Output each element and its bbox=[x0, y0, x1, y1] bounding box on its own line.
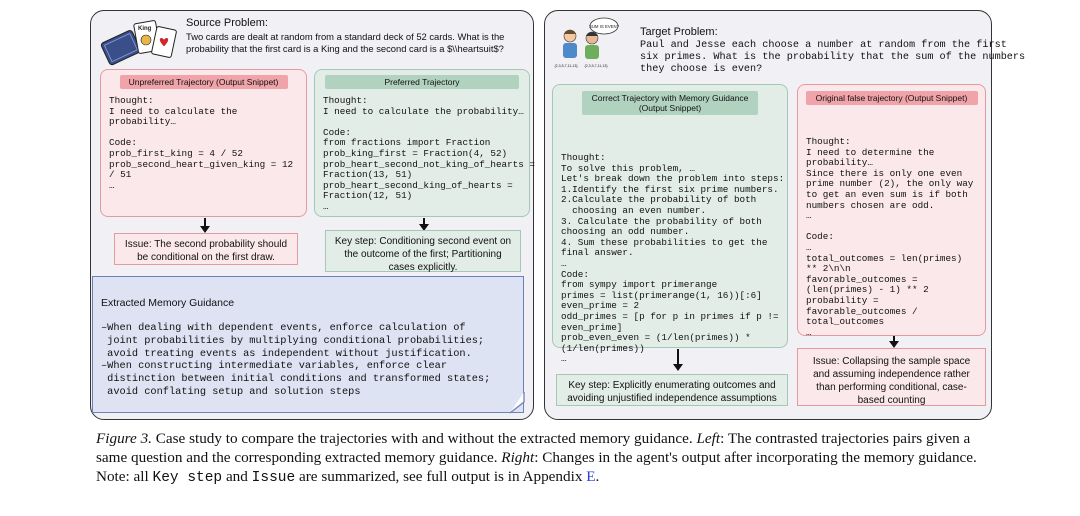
caption-text: : The contrasted trajectories pairs give… bbox=[96, 430, 971, 466]
caption-right-label: Right bbox=[501, 449, 535, 466]
arrow-head bbox=[419, 224, 429, 231]
memory-guidance-text: –When dealing with dependent events, enf… bbox=[101, 322, 491, 398]
arrow-down bbox=[204, 218, 206, 228]
arrow-head bbox=[200, 226, 210, 233]
left-key-step-box: Key step: Conditioning second event on t… bbox=[325, 230, 521, 273]
correct-trajectory-title: Correct Trajectory with Memory Guidance … bbox=[582, 91, 758, 115]
right-issue-box: Issue: Collapsing the sample space and a… bbox=[797, 348, 986, 406]
false-trajectory-code: Thought: I need to determine the probabi… bbox=[806, 136, 974, 338]
target-problem-title: Target Problem: bbox=[640, 26, 718, 38]
arrow-down bbox=[893, 336, 895, 342]
caption-text: : Changes in the agent's output after in… bbox=[96, 449, 977, 485]
false-trajectory-title: Original false trajectory (Output Snippe… bbox=[805, 91, 978, 105]
playing-cards-icon: King bbox=[100, 20, 177, 66]
speech-bubble-text: SUM IS EVEN? bbox=[589, 24, 620, 29]
memory-guidance-title: Extracted Memory Guidance bbox=[101, 297, 235, 309]
card-king-label: King bbox=[138, 26, 152, 32]
caption-text: are summarized, see full output is in Ap… bbox=[295, 468, 587, 485]
left-issue-box: Issue: The second probability should be … bbox=[114, 233, 298, 265]
caption-text: and bbox=[222, 468, 252, 485]
two-people-icon: SUM IS EVEN? {2,3,5,7,11,13} {2,3,5,7,11… bbox=[554, 17, 620, 68]
arrow-head bbox=[889, 341, 899, 348]
set-label-left: {2,3,5,7,11,13} bbox=[554, 64, 578, 68]
caption-keystep-term: Key step bbox=[152, 470, 223, 486]
appendix-link[interactable]: E bbox=[586, 468, 596, 485]
preferred-trajectory-box: Preferred Trajectory Thought: I need to … bbox=[314, 69, 535, 217]
arrow-down bbox=[423, 218, 425, 226]
caption-text: Case study to compare the trajectories w… bbox=[151, 430, 697, 447]
figure-label: Figure 3. bbox=[96, 430, 152, 447]
set-label-right: {2,3,5,7,11,13} bbox=[584, 64, 608, 68]
source-problem-title: Source Problem: bbox=[186, 17, 268, 29]
page-curl-icon bbox=[509, 392, 525, 414]
caption-issue-term: Issue bbox=[251, 470, 296, 486]
unpreferred-trajectory-title: Unpreferred Trajectory (Output Snippet) bbox=[119, 75, 288, 89]
false-trajectory-box: Original false trajectory (Output Snippe… bbox=[797, 84, 986, 338]
memory-guidance-box: Extracted Memory Guidance –When dealing … bbox=[92, 276, 524, 413]
preferred-trajectory-title: Preferred Trajectory bbox=[325, 75, 519, 89]
source-problem-text: Two cards are dealt at random from a sta… bbox=[186, 31, 505, 54]
unpreferred-trajectory-code: Thought: I need to calculate the probabi… bbox=[109, 95, 294, 191]
arrow-head bbox=[673, 364, 683, 371]
caption-left-label: Left bbox=[696, 430, 721, 447]
figure-caption: Figure 3. Case study to compare the traj… bbox=[96, 429, 996, 488]
target-problem-text: Paul and Jesse each choose a number at r… bbox=[640, 40, 1026, 75]
caption-text: . bbox=[595, 468, 600, 485]
unpreferred-trajectory-box: Unpreferred Trajectory (Output Snippet) … bbox=[100, 69, 307, 217]
right-key-step-box: Key step: Explicitly enumerating outcome… bbox=[556, 374, 788, 406]
correct-trajectory-box: Correct Trajectory with Memory Guidance … bbox=[552, 84, 788, 364]
preferred-trajectory-code: Thought: I need to calculate the probabi… bbox=[323, 95, 535, 212]
arrow-down bbox=[677, 349, 679, 365]
correct-trajectory-code: Thought: To solve this problem, … Let's … bbox=[561, 152, 785, 365]
